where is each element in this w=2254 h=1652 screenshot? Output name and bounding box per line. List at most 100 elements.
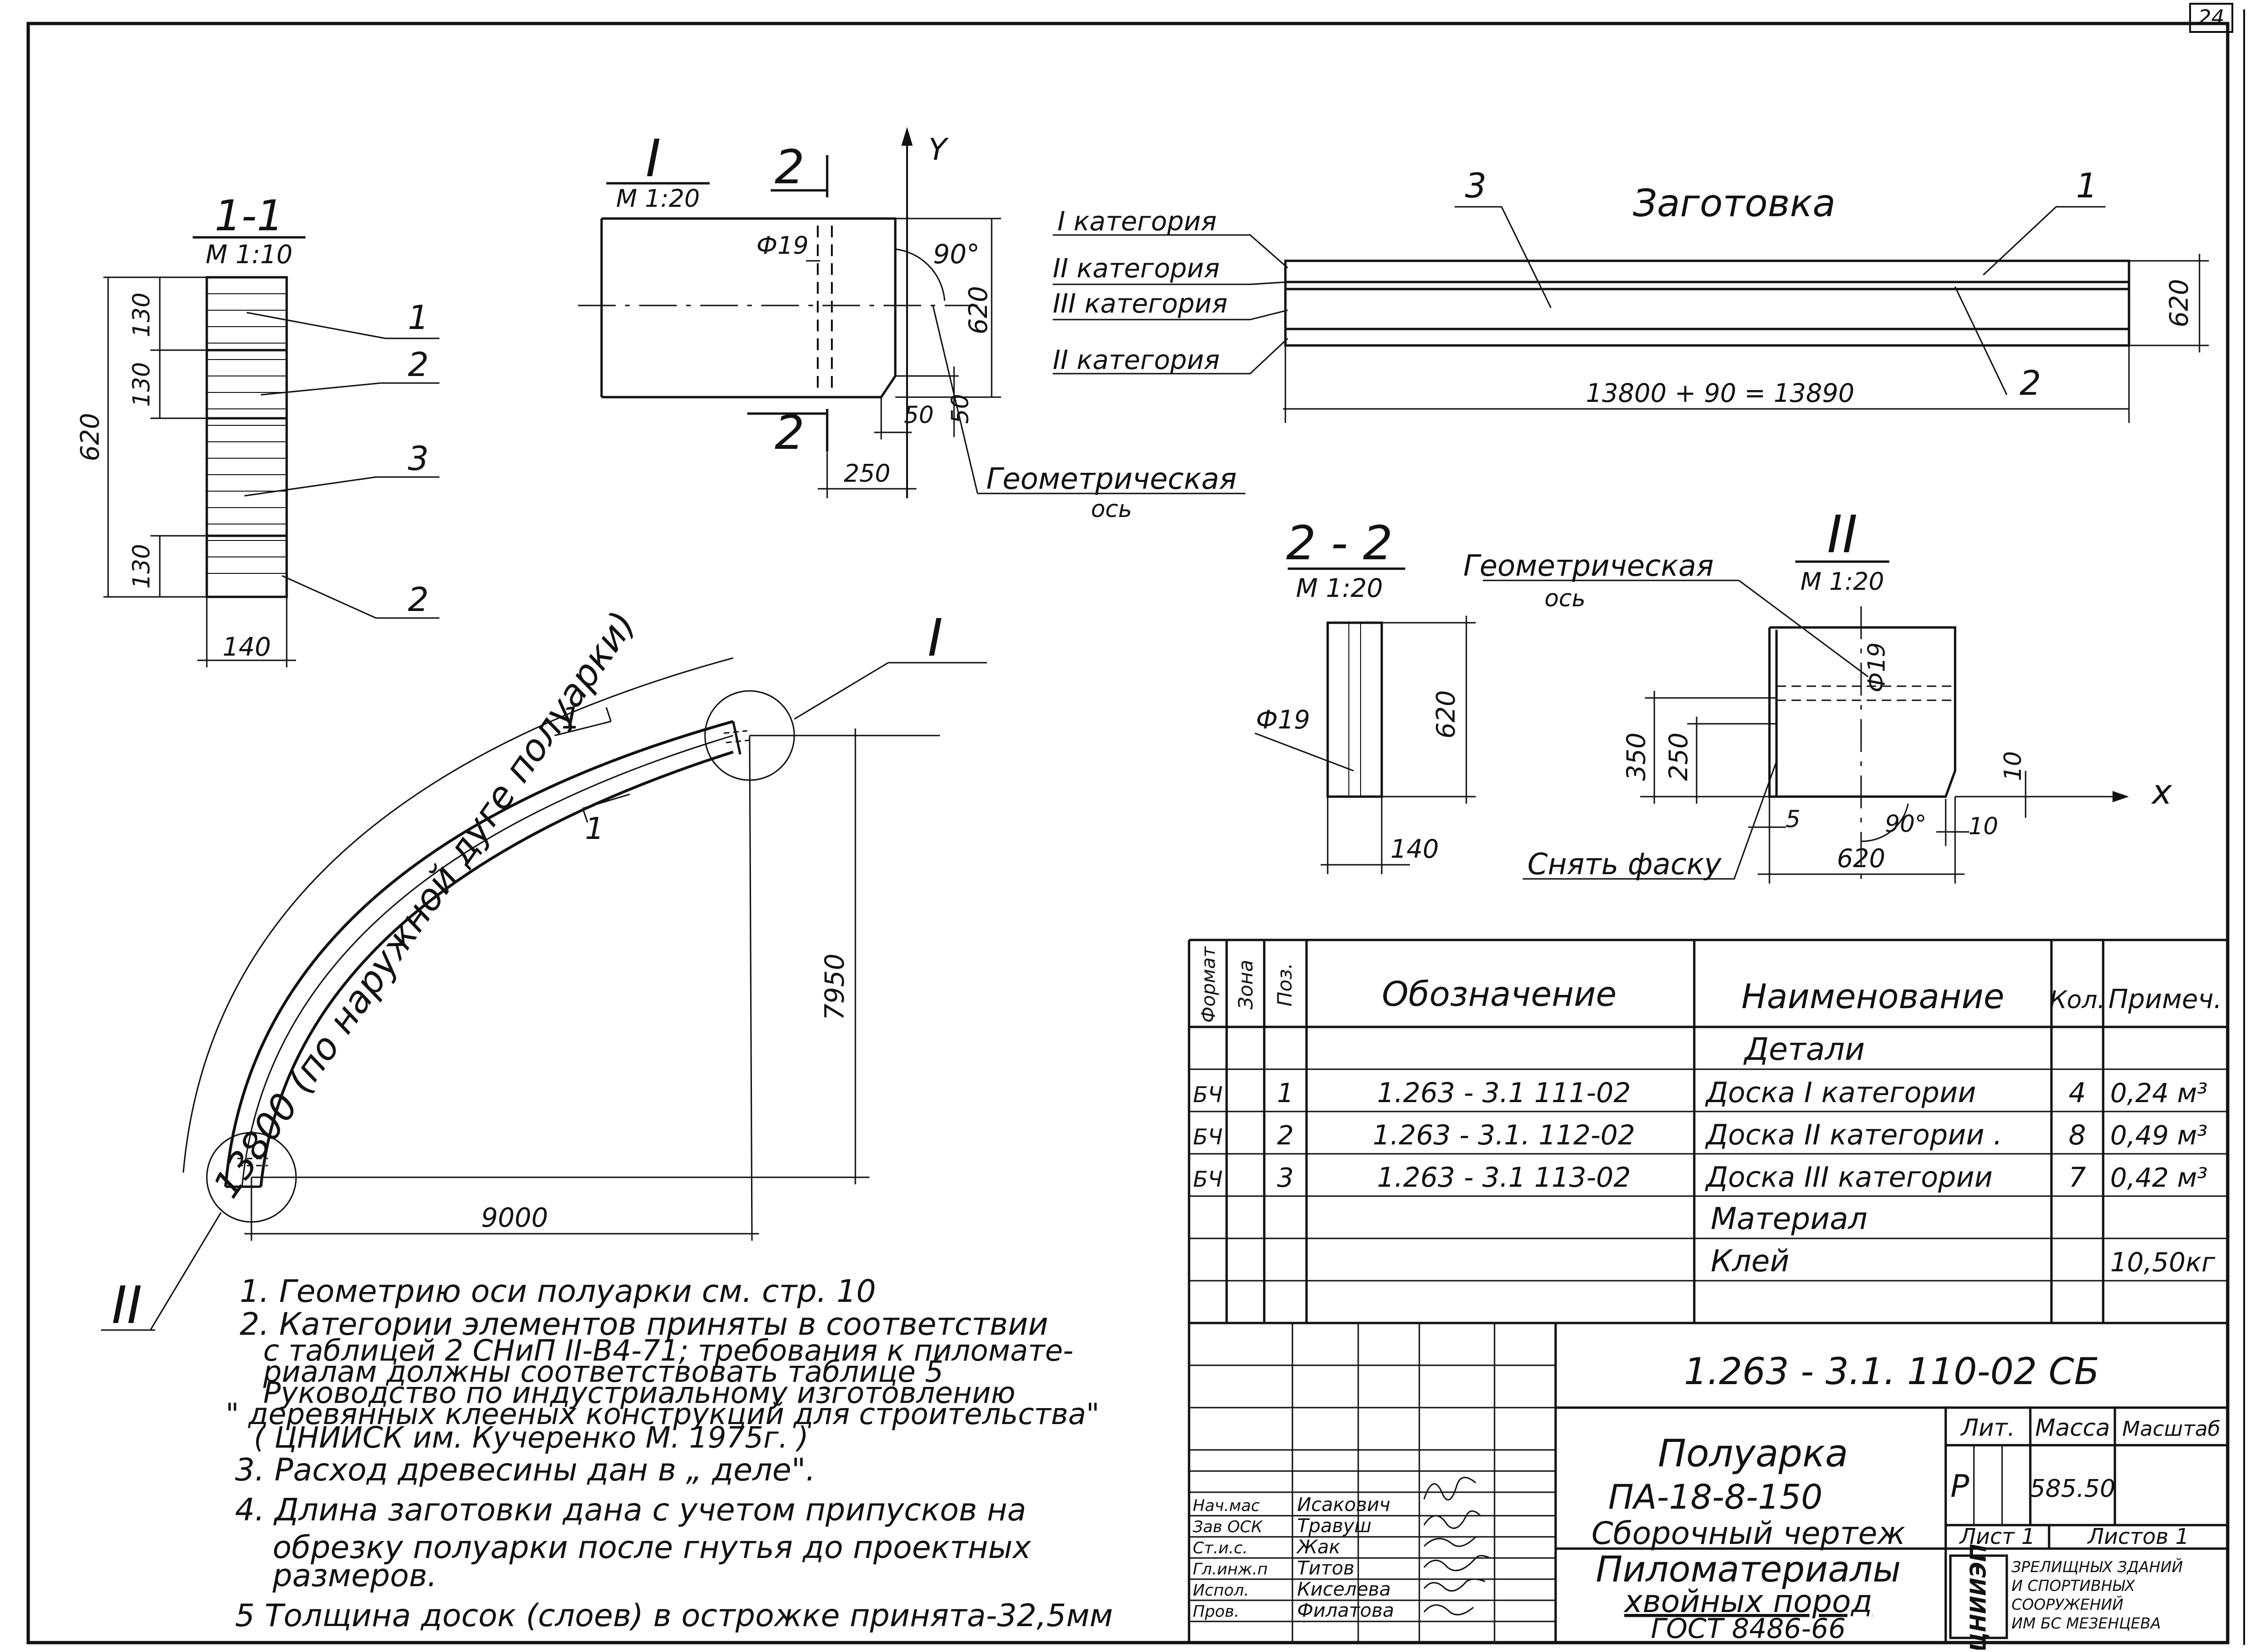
org-logo-box [1949,1554,2008,1639]
section-1-1-title: 1-1 [215,191,284,241]
hdr-format: Формат [1198,946,1220,1023]
view-II-dim-10-h: 10 [1968,813,1998,840]
blank-leader-3: 3 [1465,166,1487,205]
cut-2-top: 2 [775,140,805,195]
sig-name: Жак [1296,1536,1340,1558]
category-2b: II категория [1053,345,1220,376]
row-name: Доска III категории [1705,1161,1993,1194]
view-II-hole: Ф19 [1863,642,1890,693]
view-II-dim-10-v: 10 [1999,751,2027,781]
section-2-2-width: 140 [1390,834,1439,864]
sig-role: Пров. [1193,1602,1239,1621]
dim-130-b: 130 [128,362,155,407]
cut-1-top: 1 [562,701,581,736]
sig-name: Киселева [1297,1579,1391,1600]
section-1-1-body [205,276,288,598]
row-pos: 2 [1277,1120,1294,1151]
detail-I-label: I [928,608,943,668]
section-2-2-title: 2 - 2 [1286,516,1393,571]
view-I-scale: М 1:20 [616,185,700,213]
row-note: 0,42 м³ [2110,1163,2207,1193]
geometric-axis-2: ось [1091,495,1132,523]
view-II-angle-90: 90° [1885,810,1927,838]
sheet-frame [26,22,2230,1644]
name-2: ПА-18-8-150 [1608,1477,1823,1517]
view-II-geo-axis: Геометрическая [1464,548,1714,583]
cut-1-bottom: 1 [585,812,604,846]
note-line: ( ЦНИИСК им. Кучеренко М. 1975г. ) [254,1420,808,1455]
note-line: 5 Толщина досок (слоев) в острожке приня… [235,1597,1113,1634]
arc-length-label: 13800 (по наружной дуге полуарки) [205,604,644,1206]
note-line: " деревянных клееных конструкций для стр… [226,1397,1099,1431]
dim-50-h: 50 [904,401,934,429]
signature-scribbles [1423,1477,1490,1616]
sig-name: Травуш [1297,1515,1371,1537]
geometric-axis: Геометрическая [986,462,1237,496]
section-2-2: 2 - 2 М 1:20 Ф19 620 140 [1254,516,1476,874]
org-line-4: ИМ БС МЕЗЕНЦЕВА [2011,1614,2161,1632]
section-2-2-scale: М 1:20 [1296,573,1383,603]
hdr-qty: Кол. [2050,986,2105,1014]
doc-code: 1.263 - 3.1. 110-02 СБ [1684,1351,2099,1393]
blank-leader-2: 2 [2019,363,2041,403]
glue-name: Клей [1711,1244,1789,1279]
dim-50-v: 50 [947,394,974,424]
dim-140: 140 [222,632,271,662]
leader-1: 1 [408,298,429,337]
section-1-1-scale: М 1:10 [205,240,292,269]
note-line: 2. Категории элементов приняты в соответ… [240,1306,1048,1342]
blank-title: Заготовка [1633,181,1835,225]
hdr-name: Наименование [1741,977,2004,1016]
arch-height: 7950 [820,954,850,1021]
arch-span: 9000 [481,1203,548,1233]
page-number: 24 [2198,6,2224,30]
hdr-note: Примеч. [2108,984,2222,1015]
blank-length: 13800 + 90 = 13890 [1586,378,1854,408]
view-II-geo-axis-2: ось [1544,585,1586,612]
arch-outer [224,720,734,1187]
row-designation: 1.263 - 3.1. 112-02 [1373,1119,1635,1151]
sig-role: Ст.и.с. [1193,1539,1248,1558]
dim-130-c: 130 [128,544,155,588]
axis-x: x [2151,772,2173,812]
arch-mid [241,735,734,1187]
hdr-designation: Обозначение [1382,974,1617,1014]
row-name: Доска I категории [1705,1076,1976,1109]
glue-note: 10,50кг [2110,1247,2215,1278]
sig-role: Испол. [1193,1581,1249,1600]
blank-height: 620 [2164,279,2194,327]
material-1: Пиломатериалы [1596,1548,1901,1590]
lit-value: Р [1950,1468,1969,1504]
notes: 1. Геометрию оси полуарки см. стр. 10 2.… [226,1273,1113,1634]
row-format: БЧ [1193,1082,1222,1107]
section-1-1: 1-1 М 1:10 130 130 620 130 140 [75,191,439,667]
org-line-3: СООРУЖЕНИЙ [2011,1596,2123,1613]
spec-table: Формат Зона Поз. Обозначение Наименовани… [1188,939,2228,1643]
leader-3: 3 [408,439,429,478]
dim-130-a: 130 [128,292,155,337]
scale-hdr: Масштаб [2122,1417,2220,1441]
detail-II-label: II [112,1275,142,1335]
leader-2: 2 [408,345,429,384]
view-II-dim-5: 5 [1785,806,1800,833]
note-line: риалам должны соответствовать таблице 5 [263,1354,943,1389]
chamfer-note: Снять фаску [1527,847,1722,881]
note-line: обрезку полуарки после гнутья до проектн… [273,1529,1032,1566]
blank-view: Заготовка 3 1 2 620 13800 + 90 = 13890 I… [1053,166,2209,423]
row-note: 0,24 м³ [2110,1078,2207,1109]
sig-name: Титов [1297,1558,1354,1579]
note-line: 3. Расход древесины дан в „ деле". [235,1452,815,1488]
row-qty: 8 [2069,1119,2086,1151]
row-qty: 7 [2069,1161,2086,1193]
row-format: БЧ [1193,1167,1222,1192]
section-2-2-hole: Ф19 [1256,705,1310,735]
sig-role: Гл.инж.п [1193,1560,1268,1579]
row-format: БЧ [1193,1124,1222,1150]
angle-90: 90° [933,239,979,270]
dim-620: 620 [75,413,105,461]
leader-2b: 2 [408,580,429,619]
sheets-value: Листов 1 [2087,1524,2189,1549]
view-II-title: II [1827,504,1858,564]
mass-hdr: Масса [2035,1414,2110,1441]
